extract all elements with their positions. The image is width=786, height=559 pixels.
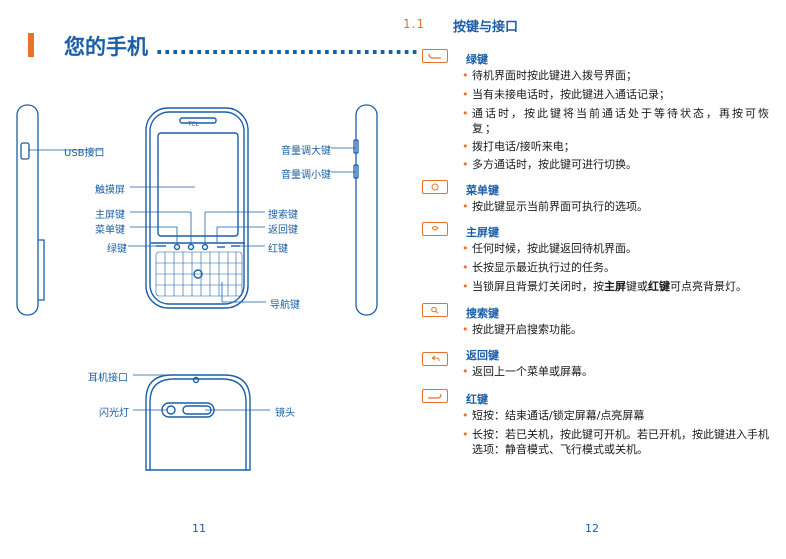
page-number-left: 11 xyxy=(192,522,206,535)
section-number: 1.1 xyxy=(403,17,426,31)
phone-brand: TCL xyxy=(187,121,200,128)
call-icon xyxy=(422,49,448,63)
page-title: 您的手机 ................................. xyxy=(64,35,419,59)
phone-back xyxy=(145,374,251,471)
menu-icon xyxy=(422,180,448,194)
list-item: •当有未接电话时，按此键进入通话记录； xyxy=(462,88,670,101)
list-item: •多方通话时，按此键可进行切换。 xyxy=(462,158,637,171)
list-item: •任何时候，按此键返回待机界面。 xyxy=(462,242,637,255)
callout-volume-down: 音量调小键 xyxy=(281,170,331,181)
title-accent-bar xyxy=(28,33,34,57)
callout-flash: 闪光灯 xyxy=(99,408,129,419)
callout-back-key: 返回键 xyxy=(268,225,298,236)
search-icon xyxy=(422,303,448,317)
back-icon xyxy=(422,352,448,366)
page-number-right: 12 xyxy=(585,522,599,535)
list-item: •返回上一个菜单或屏幕。 xyxy=(462,365,593,378)
callout-camera: 镜头 xyxy=(275,408,295,419)
callout-lines xyxy=(28,147,356,411)
list-item: •长按：若已关机，按此键可开机。若已开机，按此键进入手机选项：静音模式、飞行模式… xyxy=(462,428,769,456)
callout-red-key: 红键 xyxy=(268,244,288,255)
list-item: •按此键开启搜索功能。 xyxy=(462,323,582,336)
end-call-icon xyxy=(422,389,448,403)
list-item: •待机界面时按此键进入拨号界面； xyxy=(462,69,637,82)
phone-side-right xyxy=(353,104,378,316)
home-icon xyxy=(422,222,448,236)
phone-illustration: TCL xyxy=(16,104,378,471)
list-item: •拨打电话/接听来电； xyxy=(462,140,575,153)
list-item: •长按显示最近执行过的任务。 xyxy=(462,261,615,274)
phone-keyboard xyxy=(155,251,243,297)
callout-home-key: 主屏键 xyxy=(95,210,125,221)
key-title-menu: 菜单键 xyxy=(466,184,499,197)
key-title-red: 红键 xyxy=(466,393,488,406)
callout-green-key: 绿键 xyxy=(107,244,127,255)
key-title-green: 绿键 xyxy=(466,53,488,66)
list-item: •按此键显示当前界面可执行的选项。 xyxy=(462,200,648,213)
key-title-home: 主屏键 xyxy=(466,226,499,239)
callout-volume-up: 音量调大键 xyxy=(281,146,331,157)
section-title: 按键与接口 xyxy=(453,20,519,35)
key-title-search: 搜索键 xyxy=(466,307,499,320)
key-title-back: 返回键 xyxy=(466,349,499,362)
callout-usb: USB接口 xyxy=(64,148,105,159)
list-item: •当锁屏且背景灯关闭时，按主屏键或红键可点亮背景灯。 xyxy=(462,280,747,293)
phone-side-left xyxy=(16,104,45,316)
callout-touchscreen: 触摸屏 xyxy=(95,185,125,196)
callout-nav-key: 导航键 xyxy=(270,300,300,311)
callout-search-key: 搜索键 xyxy=(268,210,298,221)
callout-menu-key: 菜单键 xyxy=(95,225,125,236)
list-item: •通话时，按此键将当前通话处于等待状态，再按可恢复； xyxy=(462,107,771,135)
list-item: •短按：结束通话/锁定屏幕/点亮屏幕 xyxy=(462,409,645,422)
phone-front xyxy=(145,107,249,309)
callout-earphone-jack: 耳机接口 xyxy=(88,373,128,384)
